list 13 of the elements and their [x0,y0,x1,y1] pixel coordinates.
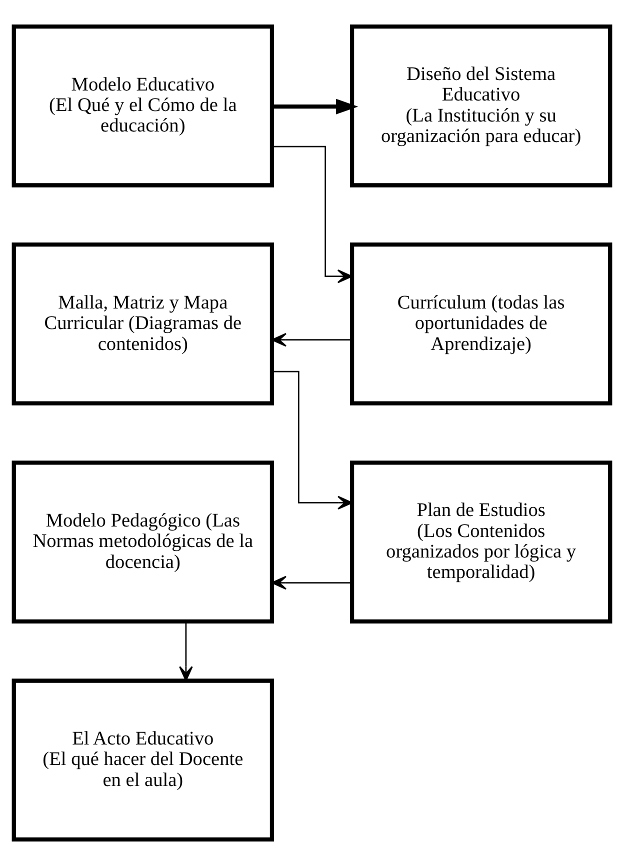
node-box: Modelo Educativo (El Qué y el Cómo de la educación) [12,24,274,187]
node-box: Malla, Matriz y Mapa Curricular (Diagramas de contenidos) [12,242,274,405]
arrow [271,332,352,346]
arrow [272,145,352,283]
arrow [179,622,193,681]
node-box: El Acto Educativo (El qué hacer del Docente en el aula) [12,678,274,842]
arrow [272,98,358,114]
node-box: Currículum (todas las oportunidades de Aprendizaje) [350,242,612,405]
arrow [272,370,353,510]
node-box: Modelo Pedagógico (Las Normas metodológicas de la docencia) [12,460,274,623]
node-box: Diseño del Sistema Educativo (La Institución y su organización para educar) [350,24,612,187]
node-box: Plan de Estudios (Los Contenidos organizados por lógica y temporalidad) [350,460,612,623]
arrow [271,575,352,590]
